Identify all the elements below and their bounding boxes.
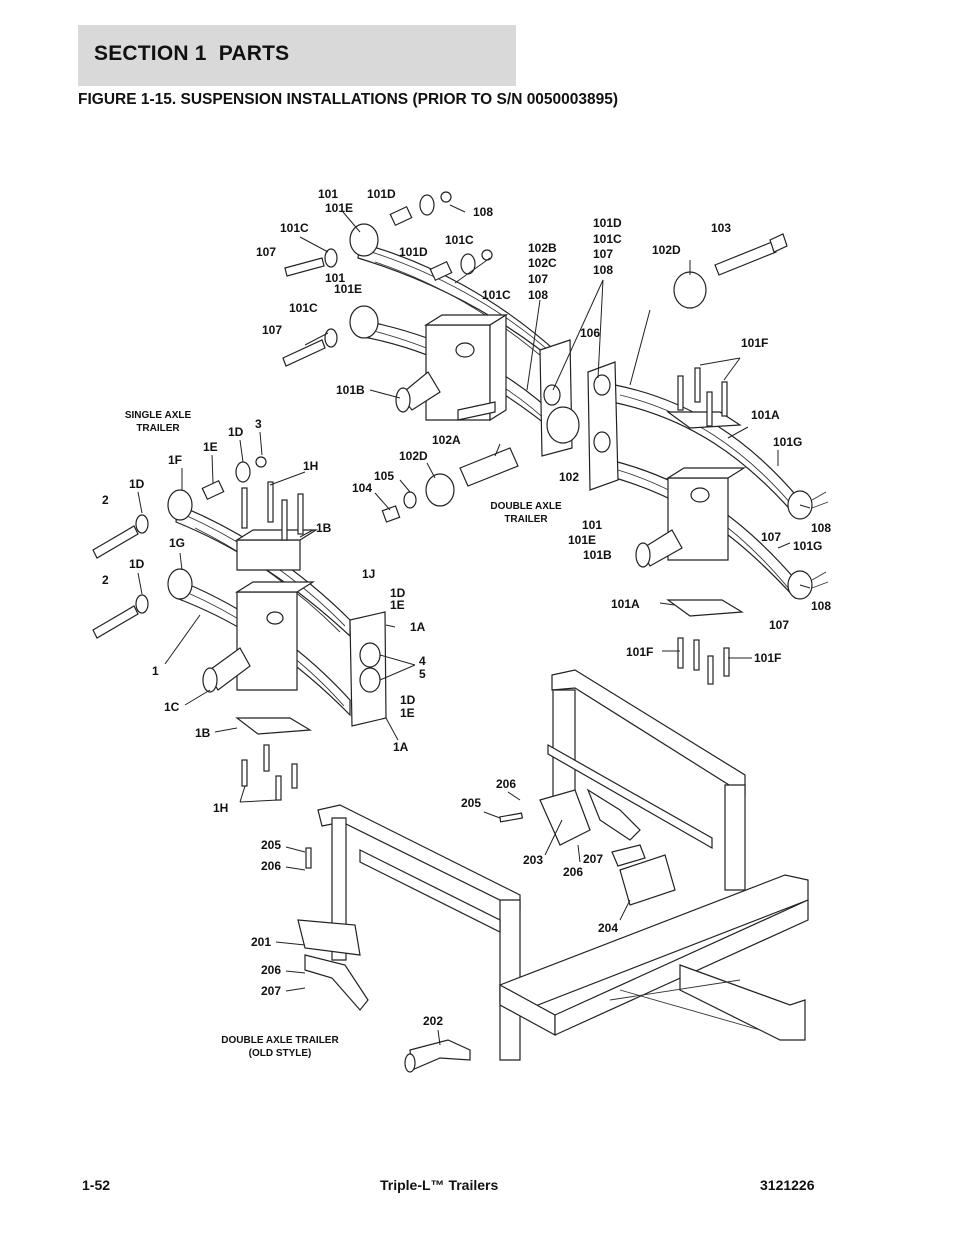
callout-label: 1 xyxy=(152,664,159,678)
callout-label: 1H xyxy=(303,459,318,473)
callout-label: 206 xyxy=(563,865,583,879)
caption-double-axle-line1: DOUBLE AXLE xyxy=(490,501,562,512)
callout-label: 1G xyxy=(169,536,185,550)
callout-label: 101F xyxy=(626,645,653,659)
callout-label: 1F xyxy=(168,453,182,467)
callout-label: 101G xyxy=(793,539,822,553)
callout-label: 101A xyxy=(611,597,640,611)
callout-label: 3 xyxy=(255,417,262,431)
callout-label: 101B xyxy=(336,383,365,397)
callout-label: 201 xyxy=(251,935,271,949)
callout-label: 102C xyxy=(528,256,557,270)
trailer-frame-art xyxy=(297,669,809,1073)
callout-label: 203 xyxy=(523,853,543,867)
callout-label: 1B xyxy=(195,726,211,740)
callout-label: 108 xyxy=(473,205,493,219)
single-axle-suspension-art xyxy=(92,456,387,801)
callout-label: 2 xyxy=(102,493,109,507)
callout-label: 101E xyxy=(334,282,362,296)
callout-label: 108 xyxy=(811,599,831,613)
caption-single-axle-line1: SINGLE AXLE xyxy=(125,410,192,421)
callout-label: 101C xyxy=(280,221,309,235)
callout-label: 101 xyxy=(582,518,602,532)
callout-label: 104 xyxy=(352,481,372,495)
footer-doc-number: 3121226 xyxy=(760,1177,815,1193)
callout-label: 1D xyxy=(129,557,145,571)
callout-label: 1D xyxy=(129,477,145,491)
callout-label: 2 xyxy=(102,573,109,587)
callout-label: 107 xyxy=(593,247,613,261)
callout-labels: 101 101D 101E 108 101C 107 101C 101D 101… xyxy=(102,187,831,1028)
callout-label: 108 xyxy=(811,521,831,535)
callout-label: 205 xyxy=(261,838,281,852)
callout-label: 101E xyxy=(325,201,353,215)
callout-label: 205 xyxy=(461,796,481,810)
callout-label: 108 xyxy=(528,288,548,302)
callout-label: 107 xyxy=(769,618,789,632)
caption-double-axle-old-line2: (OLD STYLE) xyxy=(249,1048,312,1059)
caption-double-axle-line2: TRAILER xyxy=(504,514,548,525)
callout-label: 107 xyxy=(262,323,282,337)
callout-label: 101C xyxy=(445,233,474,247)
callout-label: 101C xyxy=(593,232,622,246)
callout-label: 206 xyxy=(261,859,281,873)
callout-label: 101E xyxy=(568,533,596,547)
callout-label: 101C xyxy=(482,288,511,302)
callout-label: 107 xyxy=(528,272,548,286)
footer-page-number: 1-52 xyxy=(82,1177,111,1193)
callout-label: 101D xyxy=(399,245,428,259)
section-title: SECTION 1 PARTS xyxy=(94,42,290,65)
callout-label: 101 xyxy=(318,187,338,201)
callout-label: 5 xyxy=(419,667,426,681)
callout-label: 106 xyxy=(580,326,600,340)
callout-label: 101G xyxy=(773,435,802,449)
callout-label: 1B xyxy=(316,521,332,535)
callout-label: 1J xyxy=(362,567,375,581)
callout-label: 1E xyxy=(400,706,415,720)
callout-label: 1E xyxy=(203,440,218,454)
callout-label: 101 xyxy=(325,271,345,285)
callout-label: 101C xyxy=(289,301,318,315)
section-header: SECTION 1 PARTS xyxy=(78,25,516,86)
callout-label: 108 xyxy=(593,263,613,277)
callout-label: 1D xyxy=(400,693,416,707)
figure-title: FIGURE 1-15. SUSPENSION INSTALLATIONS (P… xyxy=(78,91,619,108)
callout-label: 102D xyxy=(399,449,428,463)
callout-label: 105 xyxy=(374,469,394,483)
callout-label: 207 xyxy=(261,984,281,998)
callout-label: 1D xyxy=(390,586,406,600)
caption-single-axle-line2: TRAILER xyxy=(136,423,180,434)
callout-label: 101A xyxy=(751,408,780,422)
callout-label: 204 xyxy=(598,921,618,935)
callout-label: 4 xyxy=(419,654,426,668)
callout-label: 107 xyxy=(256,245,276,259)
callout-label: 1H xyxy=(213,801,228,815)
double-axle-suspension-art xyxy=(282,191,829,685)
callout-label: 103 xyxy=(711,221,731,235)
callout-label: 102A xyxy=(432,433,461,447)
callout-label: 202 xyxy=(423,1014,443,1028)
callout-label: 206 xyxy=(496,777,516,791)
callout-label: 102D xyxy=(652,243,681,257)
callout-label: 207 xyxy=(583,852,603,866)
callout-label: 102B xyxy=(528,241,557,255)
caption-double-axle-old-line1: DOUBLE AXLE TRAILER xyxy=(221,1035,339,1046)
callout-label: 206 xyxy=(261,963,281,977)
callout-label: 101D xyxy=(593,216,622,230)
callout-label: 101F xyxy=(754,651,781,665)
callout-label: 1A xyxy=(410,620,426,634)
callout-label: 102 xyxy=(559,470,579,484)
callout-label: 107 xyxy=(761,530,781,544)
callout-label: 1E xyxy=(390,598,405,612)
callout-label: 101F xyxy=(741,336,768,350)
callout-label: 1A xyxy=(393,740,409,754)
footer-book-title: Triple-L™ Trailers xyxy=(380,1177,499,1193)
callout-label: 1C xyxy=(164,700,180,714)
callout-label: 101D xyxy=(367,187,396,201)
leader-lines xyxy=(137,204,811,1046)
callout-label: 101B xyxy=(583,548,612,562)
callout-label: 1D xyxy=(228,425,244,439)
